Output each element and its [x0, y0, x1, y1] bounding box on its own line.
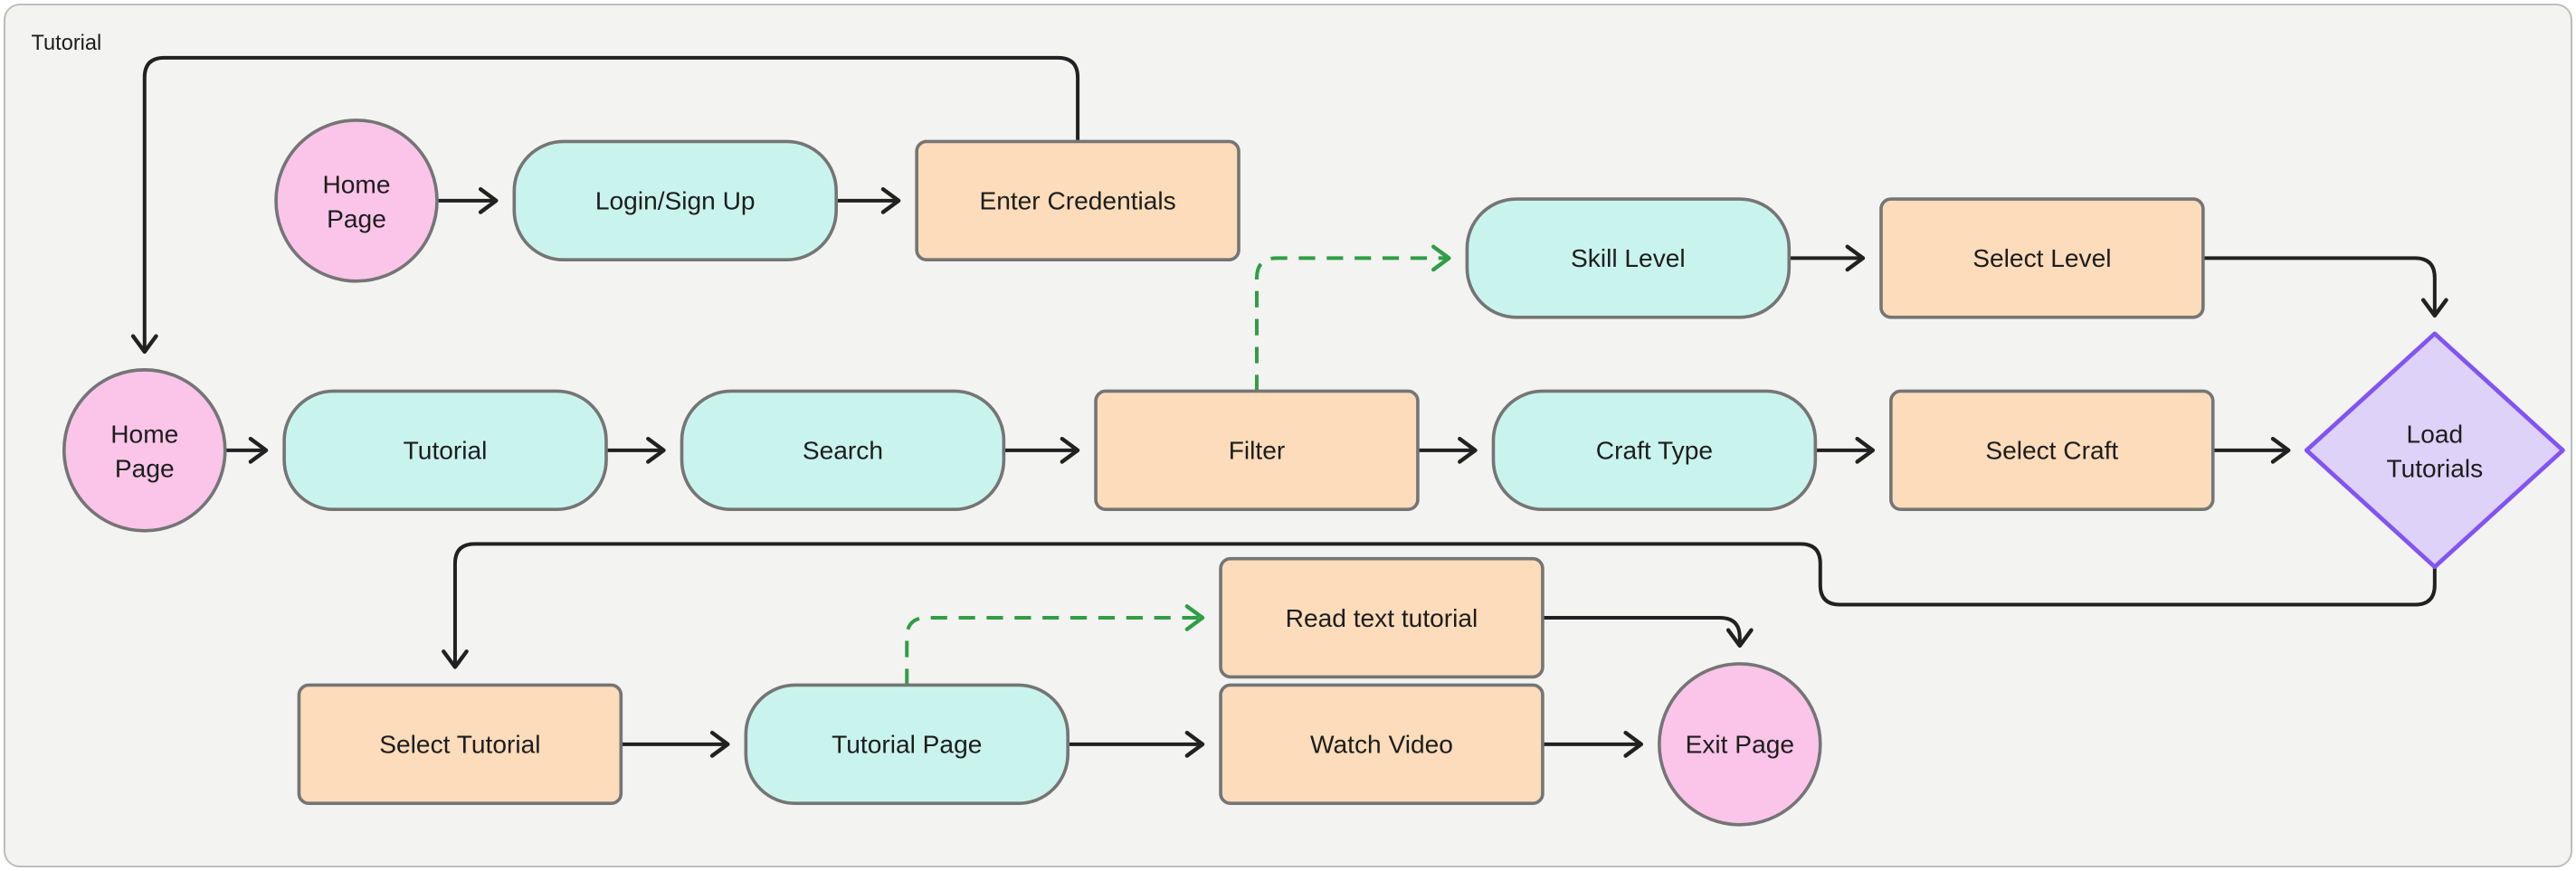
node-select-tutorial[interactable]: Select Tutorial — [297, 683, 623, 806]
svg-text:Home: Home — [110, 421, 178, 449]
connector-tutorialpage-to-readtext-dashed[interactable] — [905, 604, 1205, 686]
svg-text:Page: Page — [327, 205, 386, 233]
node-filter[interactable]: Filter — [1094, 389, 1420, 512]
node-read-text-tutorial[interactable]: Read text tutorial — [1219, 556, 1545, 679]
svg-text:Load: Load — [2407, 421, 2464, 449]
node-tutorial-page[interactable]: Tutorial Page — [744, 683, 1070, 806]
node-exit-page[interactable]: Exit Page — [1658, 662, 1822, 827]
svg-text:Tutorial Page: Tutorial Page — [832, 731, 982, 759]
svg-text:Tutorials: Tutorials — [2386, 455, 2483, 483]
connector-filter-to-skilllevel-dashed[interactable] — [1255, 244, 1451, 392]
node-tutorial[interactable]: Tutorial — [282, 389, 608, 512]
connector-diamond-to-selecttutorial[interactable] — [442, 542, 2437, 669]
svg-text:Watch Video: Watch Video — [1310, 731, 1453, 759]
node-login-sign-up[interactable]: Login/Sign Up — [512, 139, 839, 262]
node-select-craft[interactable]: Select Craft — [1889, 389, 2215, 512]
svg-text:Select Level: Select Level — [1972, 244, 2111, 272]
node-craft-type[interactable]: Craft Type — [1491, 389, 1818, 512]
svg-text:Exit Page: Exit Page — [1686, 731, 1794, 759]
svg-text:Filter: Filter — [1229, 437, 1286, 465]
svg-text:Skill Level: Skill Level — [1571, 244, 1686, 272]
node-watch-video[interactable]: Watch Video — [1219, 683, 1545, 806]
svg-text:Login/Sign Up: Login/Sign Up — [595, 187, 756, 215]
svg-text:Home: Home — [322, 171, 390, 199]
board-title: Tutorial — [31, 32, 101, 55]
node-home-page-top[interactable]: Home Page — [274, 118, 439, 283]
node-select-level[interactable]: Select Level — [1879, 197, 2205, 319]
node-skill-level[interactable]: Skill Level — [1465, 197, 1792, 319]
svg-text:Read text tutorial: Read text tutorial — [1286, 604, 1478, 632]
node-search[interactable]: Search — [680, 389, 1006, 512]
connector-credentials-to-homepage-main[interactable] — [130, 55, 1080, 355]
svg-text:Enter Credentials: Enter Credentials — [979, 187, 1175, 215]
svg-text:Tutorial: Tutorial — [404, 437, 488, 465]
node-home-page-main[interactable]: Home Page — [62, 368, 227, 533]
svg-text:Page: Page — [115, 455, 175, 483]
connector-selectlevel-to-diamond[interactable] — [2201, 256, 2448, 318]
svg-text:Search: Search — [803, 437, 883, 465]
connector-readtext-to-exit[interactable] — [1540, 616, 1754, 649]
svg-text:Craft Type: Craft Type — [1596, 437, 1713, 465]
node-enter-credentials[interactable]: Enter Credentials — [915, 139, 1240, 262]
node-load-tutorials[interactable]: Load Tutorials — [2304, 331, 2565, 570]
svg-text:Select Craft: Select Craft — [1985, 437, 2118, 465]
svg-text:Select Tutorial: Select Tutorial — [379, 731, 540, 759]
